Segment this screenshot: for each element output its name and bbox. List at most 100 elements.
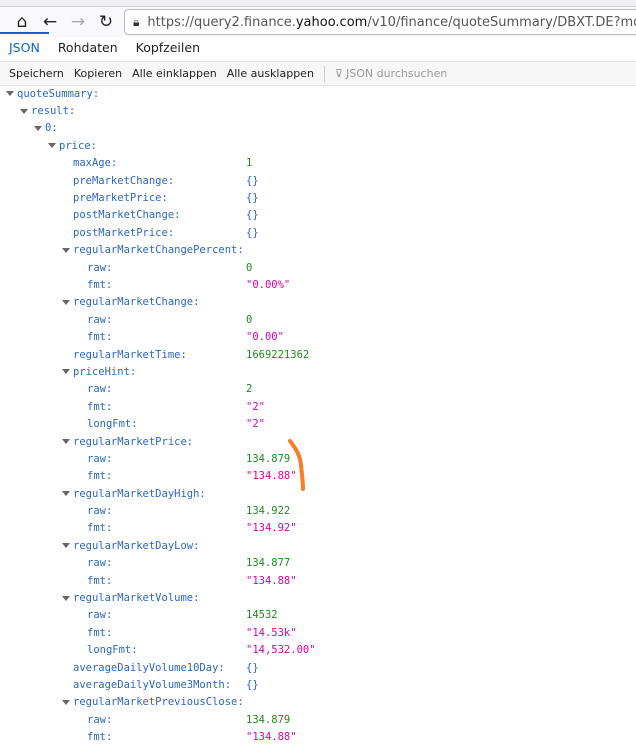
json-row[interactable]: fmt:"0.00" [0, 328, 636, 345]
json-row[interactable]: averageDailyVolume10Day:{} [0, 659, 636, 676]
json-key: preMarketPrice: [73, 192, 168, 205]
json-key: result: [31, 105, 76, 118]
url-bar[interactable]: 🔒︎ https://query2.finance.yahoo.com/v10/… [124, 9, 636, 35]
json-value: "134.88" [246, 574, 297, 587]
expand-toggle-icon[interactable] [34, 125, 42, 131]
expand-toggle-icon[interactable] [48, 143, 56, 149]
json-value: {} [246, 678, 259, 691]
json-row[interactable]: fmt: "134.88" [0, 572, 636, 589]
json-row[interactable]: raw:134.877 [0, 555, 636, 572]
json-row[interactable]: raw:14532 [0, 607, 636, 624]
expand-toggle-icon[interactable] [62, 491, 70, 497]
json-key: raw: [87, 713, 113, 726]
home-icon[interactable]: ⌂ [16, 12, 28, 32]
url-prefix: https://query2.finance. [147, 14, 296, 30]
orange-annotation-stroke [288, 439, 305, 491]
json-toolbar: Speichern Kopieren Alle einklappen Alle … [0, 62, 636, 86]
json-row[interactable]: quoteSummary: [0, 85, 636, 102]
json-key: raw: [87, 313, 113, 326]
json-value: {} [246, 174, 259, 187]
tab-json[interactable]: JSON [0, 32, 49, 61]
json-value: {} [246, 226, 259, 239]
json-key: longFmt: [87, 418, 138, 431]
json-row[interactable]: regularMarketVolume: [0, 589, 636, 606]
json-value: {} [246, 209, 259, 222]
json-key: fmt: [87, 470, 113, 483]
forward-icon[interactable]: → [70, 12, 86, 32]
json-key: fmt: [87, 278, 113, 291]
json-row[interactable]: regularMarketChange: [0, 294, 636, 311]
filter-input[interactable]: ⊽JSON durchsuchen [330, 67, 452, 80]
json-row[interactable]: longFmt:"14,532.00" [0, 642, 636, 659]
copy-button[interactable]: Kopieren [73, 67, 123, 80]
json-key: regularMarketPreviousClose: [73, 696, 244, 709]
url-path: /v10/finance/quoteSummary/DBXT.DE?module… [367, 14, 636, 30]
json-row[interactable]: priceHint: [0, 363, 636, 380]
json-value: "14,532.00" [246, 644, 316, 657]
expand-toggle-icon[interactable] [62, 699, 70, 705]
expand-toggle-icon[interactable] [62, 369, 70, 375]
tab-headers[interactable]: Kopfzeilen [135, 40, 200, 55]
json-value: 14532 [246, 609, 278, 622]
json-value: "0.00%" [246, 278, 291, 291]
json-value: 0 [246, 313, 253, 326]
json-row[interactable]: raw:134.879 [0, 450, 636, 467]
save-button[interactable]: Speichern [9, 67, 64, 80]
json-row[interactable]: preMarketPrice:{} [0, 189, 636, 206]
collapse-all-button[interactable]: Alle einklappen [132, 67, 217, 80]
json-row[interactable]: regularMarketDayLow: [0, 537, 636, 554]
json-row[interactable]: fmt:"134.92" [0, 520, 636, 537]
json-key: fmt: [87, 574, 113, 587]
json-value: 134.922 [246, 505, 291, 518]
json-key: fmt: [87, 731, 113, 744]
json-row[interactable]: result: [0, 102, 636, 119]
expand-toggle-icon[interactable] [62, 595, 70, 601]
json-row[interactable]: raw:134.922 [0, 502, 636, 519]
json-key: quoteSummary: [17, 87, 100, 100]
json-row[interactable]: longFmt: "2" [0, 415, 636, 432]
json-row[interactable]: regularMarketPreviousClose: [0, 694, 636, 711]
json-key: preMarketChange: [73, 174, 175, 187]
tab-raw-data[interactable]: Rohdaten [57, 40, 118, 55]
json-row[interactable]: raw:2 [0, 381, 636, 398]
json-row[interactable]: regularMarketTime: 1669221362 [0, 346, 636, 363]
json-row[interactable]: regularMarketChangePercent: [0, 242, 636, 259]
json-key: raw: [87, 261, 113, 274]
json-value: "2" [246, 418, 265, 431]
json-row[interactable]: fmt: "134.88" [0, 468, 636, 485]
json-key: price: [59, 139, 97, 152]
json-value: "134.88" [246, 470, 297, 483]
json-row[interactable]: fmt:"14.53k" [0, 624, 636, 641]
json-row[interactable]: postMarketChange:{} [0, 207, 636, 224]
json-row[interactable]: raw:134.879 [0, 711, 636, 728]
expand-all-button[interactable]: Alle ausklappen [226, 67, 314, 80]
json-key: fmt: [87, 522, 113, 535]
expand-toggle-icon[interactable] [6, 91, 14, 97]
expand-toggle-icon[interactable] [62, 543, 70, 549]
expand-toggle-icon[interactable] [62, 299, 70, 305]
json-row[interactable]: 0: [0, 120, 636, 137]
json-row[interactable]: postMarketPrice:{} [0, 224, 636, 241]
filter-placeholder: JSON durchsuchen [345, 67, 448, 80]
json-row[interactable]: regularMarketPrice: [0, 433, 636, 450]
expand-toggle-icon[interactable] [20, 108, 28, 114]
json-row[interactable]: averageDailyVolume3Month:{} [0, 676, 636, 693]
json-row[interactable]: regularMarketDayHigh: [0, 485, 636, 502]
json-row[interactable]: maxAge:1 [0, 155, 636, 172]
json-row[interactable]: raw: 0 [0, 311, 636, 328]
json-key: regularMarketVolume: [73, 592, 200, 605]
reload-icon[interactable]: ↻ [98, 12, 114, 32]
json-key: raw: [87, 452, 113, 465]
json-row[interactable]: fmt:"134.88" [0, 728, 636, 745]
json-value: 1669221362 [246, 348, 310, 361]
json-key: regularMarketTime: [73, 348, 187, 361]
json-row[interactable]: raw:0 [0, 259, 636, 276]
json-row[interactable]: preMarketChange: {} [0, 172, 636, 189]
back-icon[interactable]: ← [42, 12, 58, 32]
json-row[interactable]: fmt: "0.00%" [0, 276, 636, 293]
json-row[interactable]: fmt:"2" [0, 398, 636, 415]
expand-toggle-icon[interactable] [62, 247, 70, 253]
json-row[interactable]: price: [0, 137, 636, 154]
expand-toggle-icon[interactable] [62, 439, 70, 444]
viewer-tabs: JSON Rohdaten Kopfzeilen [0, 32, 636, 62]
